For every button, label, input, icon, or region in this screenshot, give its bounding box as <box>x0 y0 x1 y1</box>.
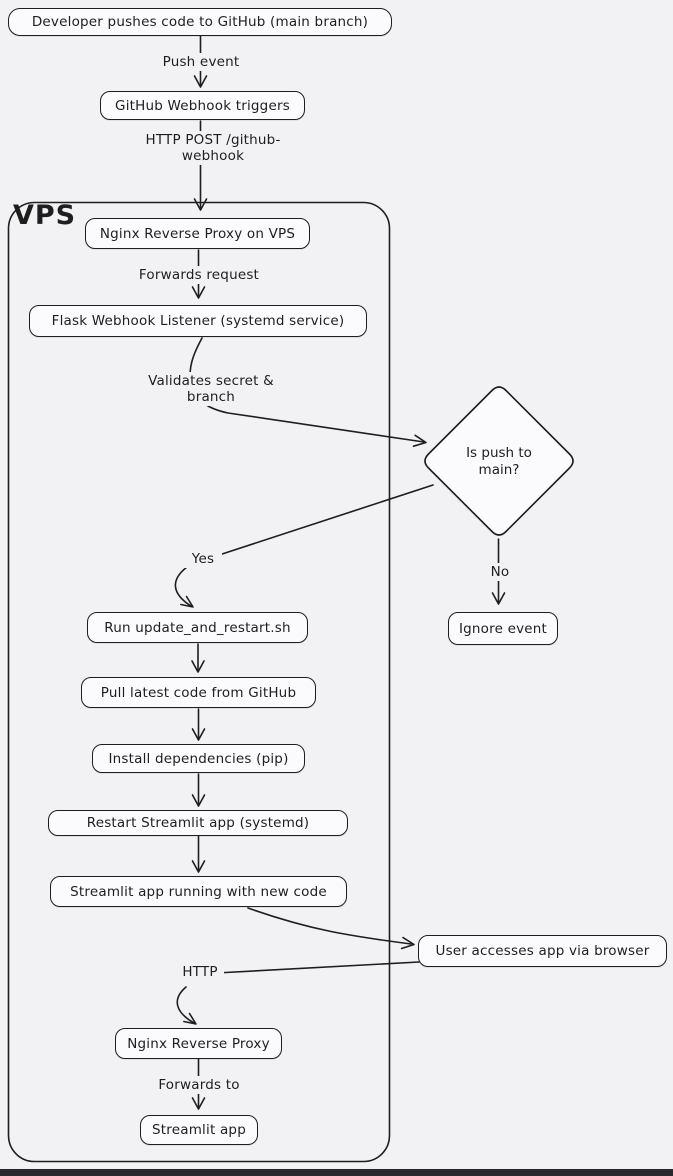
arrowhead <box>183 1012 197 1025</box>
arrowhead <box>191 1097 206 1110</box>
node-app-running: Streamlit app running with new code <box>50 876 347 907</box>
node-restart-app: Restart Streamlit app (systemd) <box>48 810 348 836</box>
arrowhead <box>191 794 206 807</box>
edge-yes-curve <box>174 566 192 607</box>
node-pull-code: Pull latest code from GitHub <box>81 677 316 708</box>
edge-label-yes: Yes <box>184 550 222 568</box>
edge-http-curve <box>176 986 195 1024</box>
node-flask-listener: Flask Webhook Listener (systemd service) <box>29 305 367 337</box>
edge-label-forwards-request: Forwards request <box>136 266 262 284</box>
edge <box>247 907 412 945</box>
bottom-edge-bar <box>0 1169 673 1176</box>
node-github-webhook: GitHub Webhook triggers <box>100 91 305 120</box>
arrowhead <box>191 286 206 299</box>
edge-label-http-post: HTTP POST /github-webhook <box>124 131 302 165</box>
node-developer-push: Developer pushes code to GitHub (main br… <box>8 8 392 36</box>
node-is-push-main: Is push to main? <box>466 445 532 478</box>
arrowhead <box>400 936 415 950</box>
node-user-access: User accesses app via browser <box>418 935 667 967</box>
node-run-script: Run update_and_restart.sh <box>87 612 308 643</box>
decision-diamond-shape <box>424 386 574 536</box>
arrowhead <box>191 728 206 741</box>
edge-label-validates: Validates secret & branch <box>143 372 279 406</box>
arrowhead <box>193 198 208 211</box>
vps-container-label: VPS <box>13 200 77 231</box>
edge-yes-line <box>215 484 434 557</box>
node-install-deps: Install dependencies (pip) <box>92 744 305 773</box>
node-nginx-proxy: Nginx Reverse Proxy <box>115 1028 282 1059</box>
edge-http-line <box>215 961 420 974</box>
edge-label-forwards-to: Forwards to <box>153 1076 245 1094</box>
arrowhead <box>193 75 208 88</box>
arrowhead <box>491 592 506 605</box>
node-ignore-event: Ignore event <box>448 612 558 645</box>
edge-label-http: HTTP <box>176 963 224 981</box>
arrowhead <box>180 595 194 608</box>
node-streamlit-app: Streamlit app <box>140 1115 258 1145</box>
edge-label-no: No <box>486 563 514 581</box>
arrowhead <box>191 860 206 873</box>
arrowhead <box>412 434 427 447</box>
node-nginx-vps: Nginx Reverse Proxy on VPS <box>85 218 310 249</box>
vps-container-outline <box>7 201 391 1163</box>
edge-label-push-event: Push event <box>158 53 244 71</box>
arrowhead <box>191 660 205 673</box>
